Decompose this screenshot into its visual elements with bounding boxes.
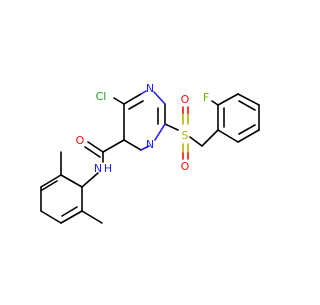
molecule-diagram: Cl N N O N H S O O F — [40, 82, 260, 224]
fluorine-label: F — [203, 91, 209, 104]
bond-lines — [40, 93, 260, 224]
sulfur-label: S — [182, 129, 189, 142]
molecule-structure: Cl N N O N H S O O F — [40, 82, 260, 224]
pyrimidine-n-bottom-label: N — [146, 138, 154, 151]
amide-nitrogen-label: N — [94, 162, 102, 175]
atom-labels: Cl N N O N H S O O F — [76, 82, 210, 175]
sulfonyl-oxygen-top-label: O — [181, 93, 190, 106]
amide-hydrogen-label: H — [104, 162, 112, 175]
chlorine-label: Cl — [96, 90, 107, 103]
pyrimidine-n-top-label: N — [146, 82, 154, 95]
sulfonyl-oxygen-bottom-label: O — [181, 160, 190, 173]
hetero-bond-lines — [140, 90, 189, 160]
carbonyl-oxygen-label: O — [76, 134, 85, 147]
